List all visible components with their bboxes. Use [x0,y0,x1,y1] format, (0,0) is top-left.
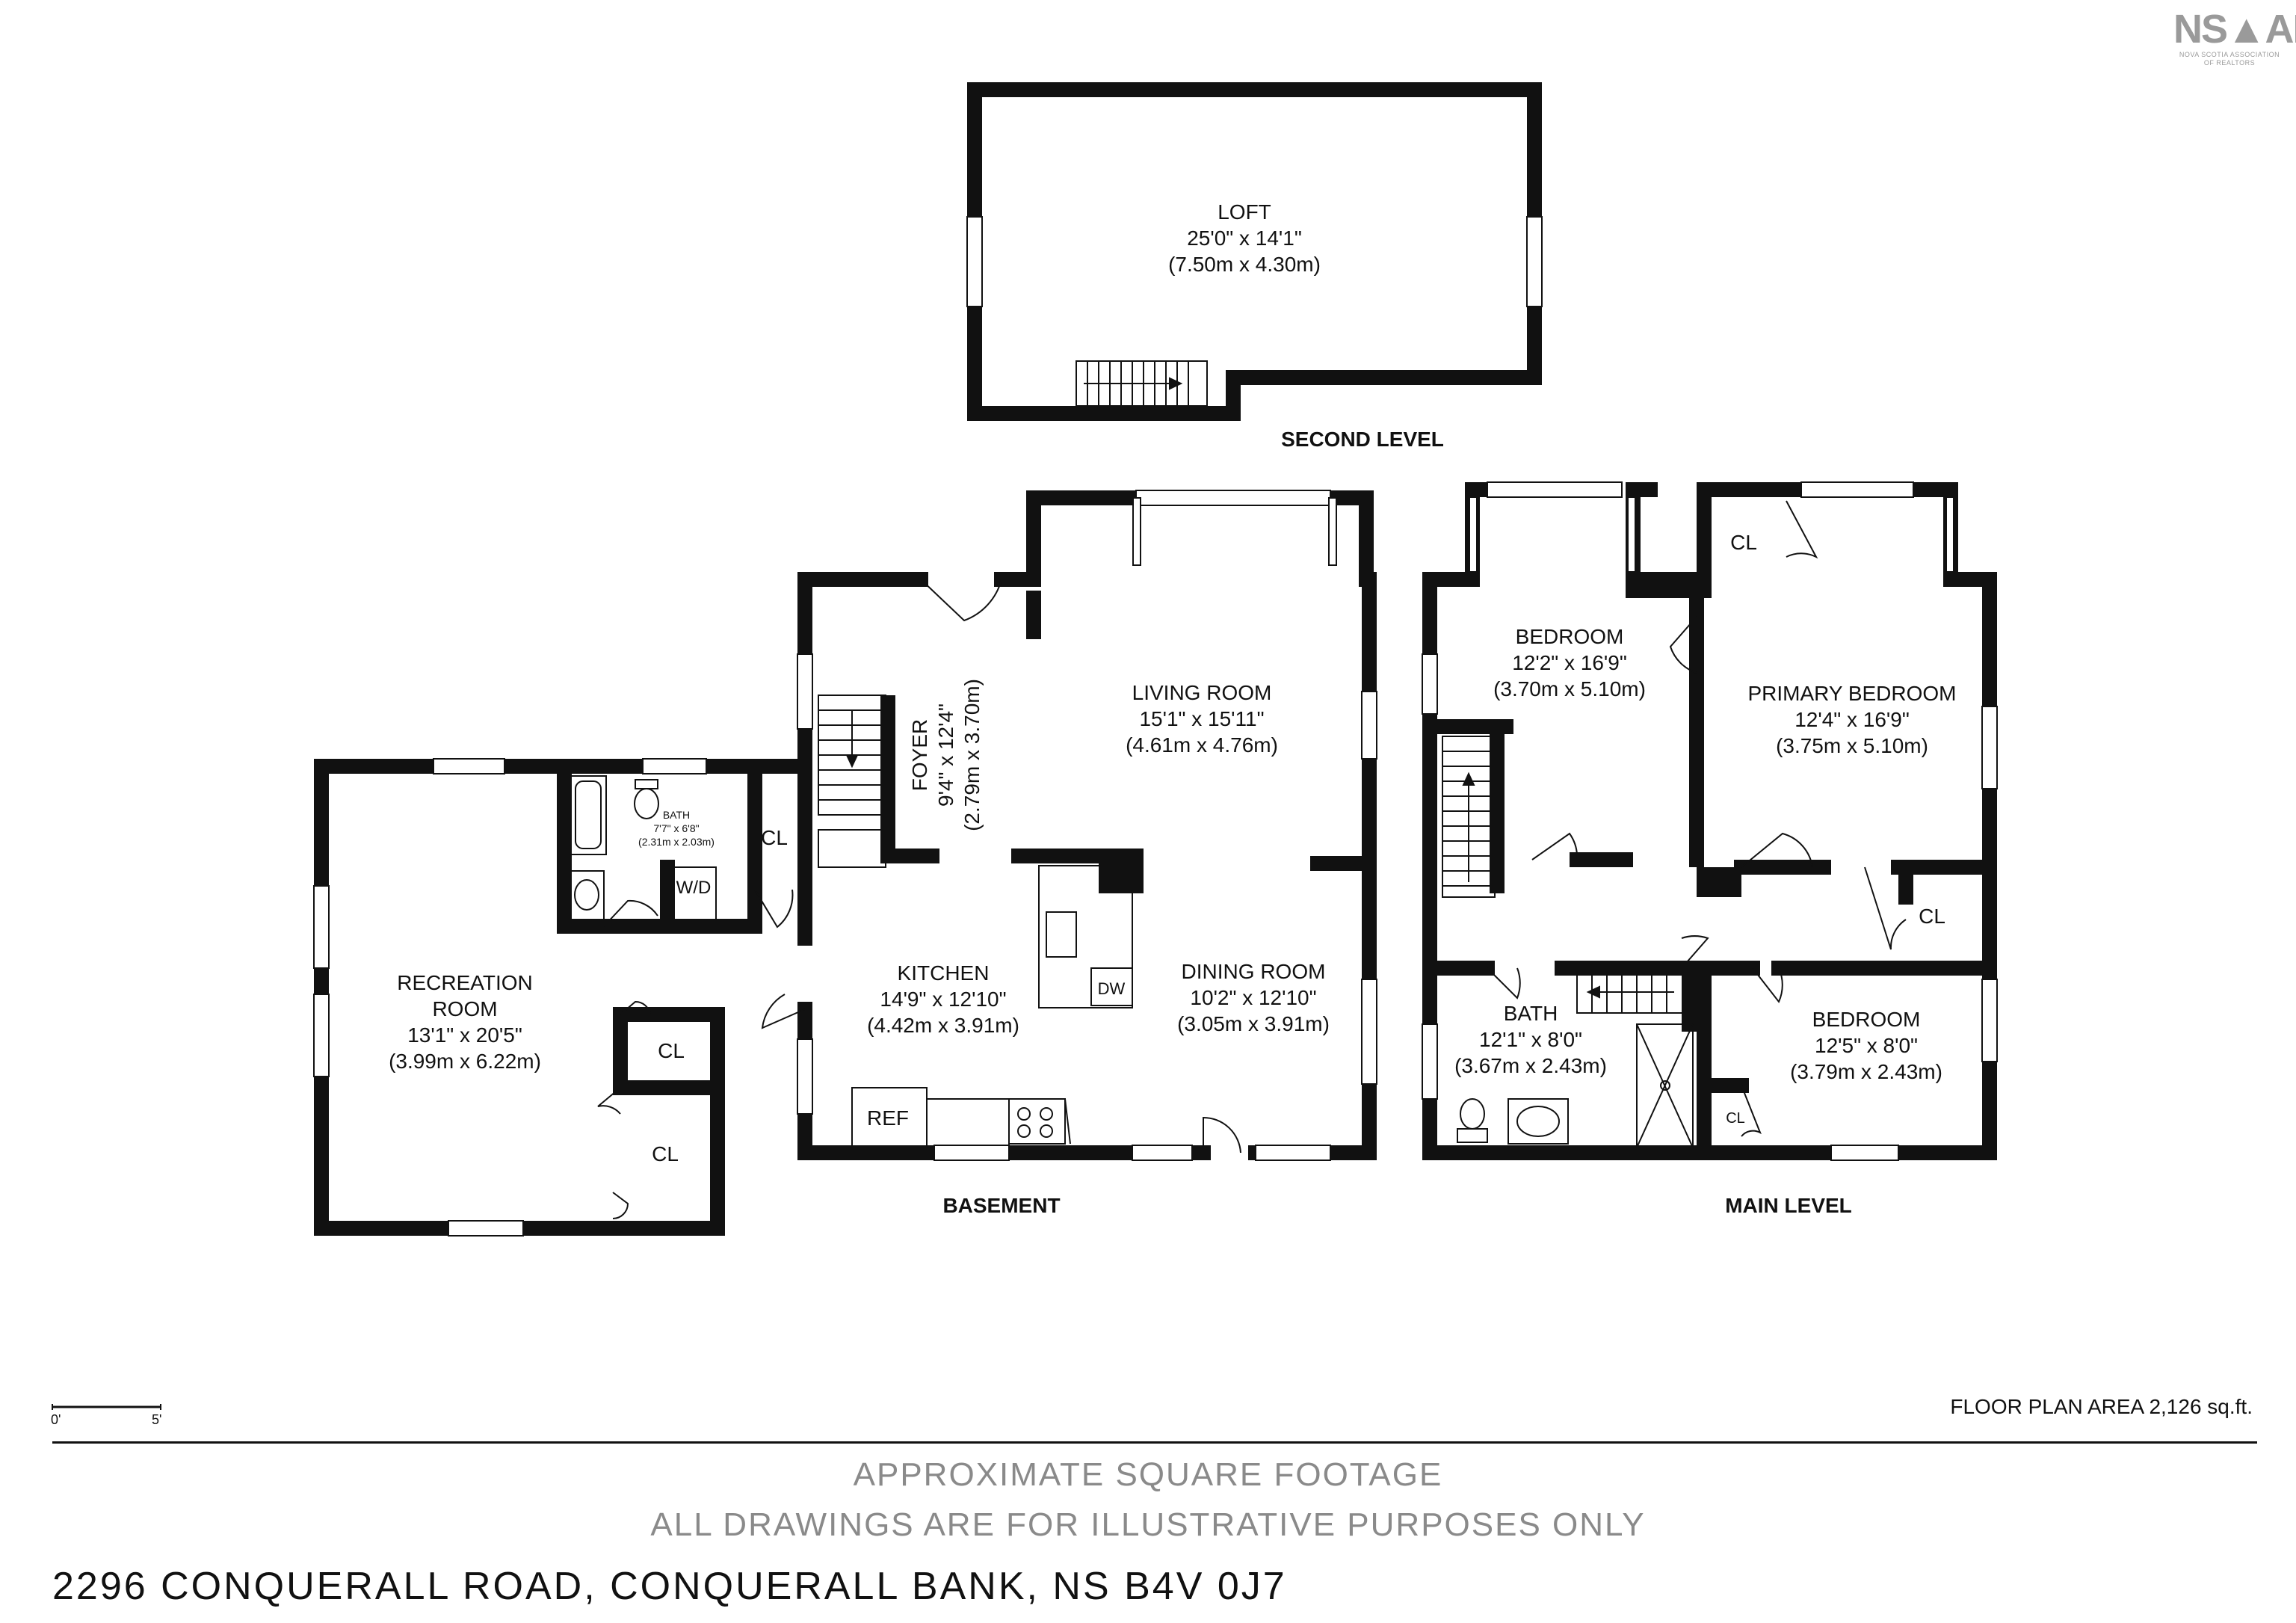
basement-title: BASEMENT [942,1194,1060,1217]
bath-main-dim-metric: (3.67m x 2.43m) [1454,1054,1607,1077]
logo-sub-text: NOVA SCOTIA ASSOCIATION OF REALTORS [2179,51,2280,67]
living-room-dim-metric: (4.61m x 4.76m) [1126,733,1278,757]
washer-dryer-label: W/D [676,878,712,898]
closet-label-main-2: CL [1919,905,1945,928]
closet-label-basement-1: CL [761,826,788,849]
main-level-stairs [1442,736,1690,1014]
foyer-dim-imperial: 9'4" x 12'4" [934,703,957,807]
basement-fixtures [570,775,1133,1148]
bedroom-2-label: BEDROOM [1812,1008,1921,1031]
primary-bedroom-dim-metric: (3.75m x 5.10m) [1776,734,1928,757]
basement-stairs [818,695,886,868]
basement-bath-labels: BATH 7'7" x 6'8" (2.31m x 2.03m) [638,809,715,848]
primary-bedroom-dim-imperial: 12'4" x 16'9" [1794,708,1910,731]
scale-end-label: 5' [152,1412,161,1427]
dining-room-label: DINING ROOM [1182,960,1326,983]
recreation-room-dim-imperial: 13'1" x 20'5" [407,1023,522,1047]
basement-doors [597,579,1241,1219]
main-level-windows [1422,481,1998,1161]
closet-label-basement-3: CL [652,1142,679,1165]
loft-label: LOFT [1218,200,1271,224]
loft-windows [966,216,1543,307]
scale-bar: 0' 5' [51,1404,161,1427]
bath-basement-dim-metric: (2.31m x 2.03m) [638,836,715,848]
main-level-doors [1487,500,1907,1137]
dining-room-dim-metric: (3.05m x 3.91m) [1177,1012,1330,1035]
nsar-logo: NS▲AR NOVA SCOTIA ASSOCIATION OF REALTOR… [2173,7,2296,67]
closet-label-basement-2: CL [658,1039,685,1062]
bedroom-1-dim-imperial: 12'2" x 16'9" [1512,651,1627,674]
kitchen-dim-imperial: 14'9" x 12'10" [880,988,1006,1011]
primary-bedroom-label: PRIMARY BEDROOM [1747,682,1956,705]
bath-basement-dim-imperial: 7'7" x 6'8" [653,822,699,834]
foyer-dim-metric: (2.79m x 3.70m) [960,679,984,831]
disclaimer-line-1: APPROXIMATE SQUARE FOOTAGE [853,1456,1443,1493]
fridge-label: REF [867,1106,909,1130]
main-level-walls [1422,482,1997,1160]
main-level-bath-fixtures [1457,1023,1694,1148]
room-labels: LOFT 25'0" x 14'1" (7.50m x 4.30m) LIVIN… [389,200,1956,1083]
bedroom-2-dim-metric: (3.79m x 2.43m) [1790,1060,1942,1083]
recreation-room-label-2: ROOM [432,997,497,1020]
disclaimer-line-2: ALL DRAWINGS ARE FOR ILLUSTRATIVE PURPOS… [650,1506,1646,1543]
main-level-chimney [1697,867,1741,897]
recreation-room-label-1: RECREATION [397,971,533,994]
dining-room-dim-imperial: 10'2" x 12'10" [1190,986,1316,1009]
bedroom-1-dim-metric: (3.70m x 5.10m) [1493,677,1646,700]
living-room-label: LIVING ROOM [1132,681,1272,704]
closet-label-main-3: CL [1726,1110,1745,1127]
living-room-dim-imperial: 15'1" x 15'11" [1139,707,1264,730]
bath-main-dim-imperial: 12'1" x 8'0" [1479,1028,1582,1051]
foyer-label-group: FOYER 9'4" x 12'4" (2.79m x 3.70m) [908,679,984,831]
bath-main-label: BATH [1504,1002,1558,1025]
kitchen-dim-metric: (4.42m x 3.91m) [867,1014,1019,1037]
closet-label-main-1: CL [1730,531,1757,554]
level-titles: SECOND LEVEL BASEMENT MAIN LEVEL [942,428,1851,1217]
bath-basement-label: BATH [663,809,690,821]
fixture-labels: CL CL CL CL CL W/D DW REF CL [652,531,1945,1165]
dishwasher-label: DW [1098,979,1126,998]
logo-main-text: NS▲AR [2173,7,2296,52]
loft-dim-metric: (7.50m x 4.30m) [1168,253,1321,276]
loft-walls [967,82,1542,421]
loft-stairs [1076,360,1208,407]
recreation-room-dim-metric: (3.99m x 6.22m) [389,1050,541,1073]
kitchen-label: KITCHEN [898,961,990,985]
floor-plan-area: FLOOR PLAN AREA 2,126 sq.ft. [1950,1395,2253,1418]
bedroom-1-label: BEDROOM [1516,625,1624,648]
chimney [1099,856,1136,893]
scale-start-label: 0' [51,1412,61,1427]
second-level-title: SECOND LEVEL [1281,428,1444,451]
footer-divider [52,1441,2257,1444]
main-level-title: MAIN LEVEL [1725,1194,1852,1217]
basement-windows [313,490,1377,1237]
foyer-label: FOYER [908,719,931,791]
bedroom-2-dim-imperial: 12'5" x 8'0" [1815,1034,1918,1057]
loft-dim-imperial: 25'0" x 14'1" [1187,227,1302,250]
property-address: 2296 CONQUERALL ROAD, CONQUERALL BANK, N… [52,1565,1287,1608]
